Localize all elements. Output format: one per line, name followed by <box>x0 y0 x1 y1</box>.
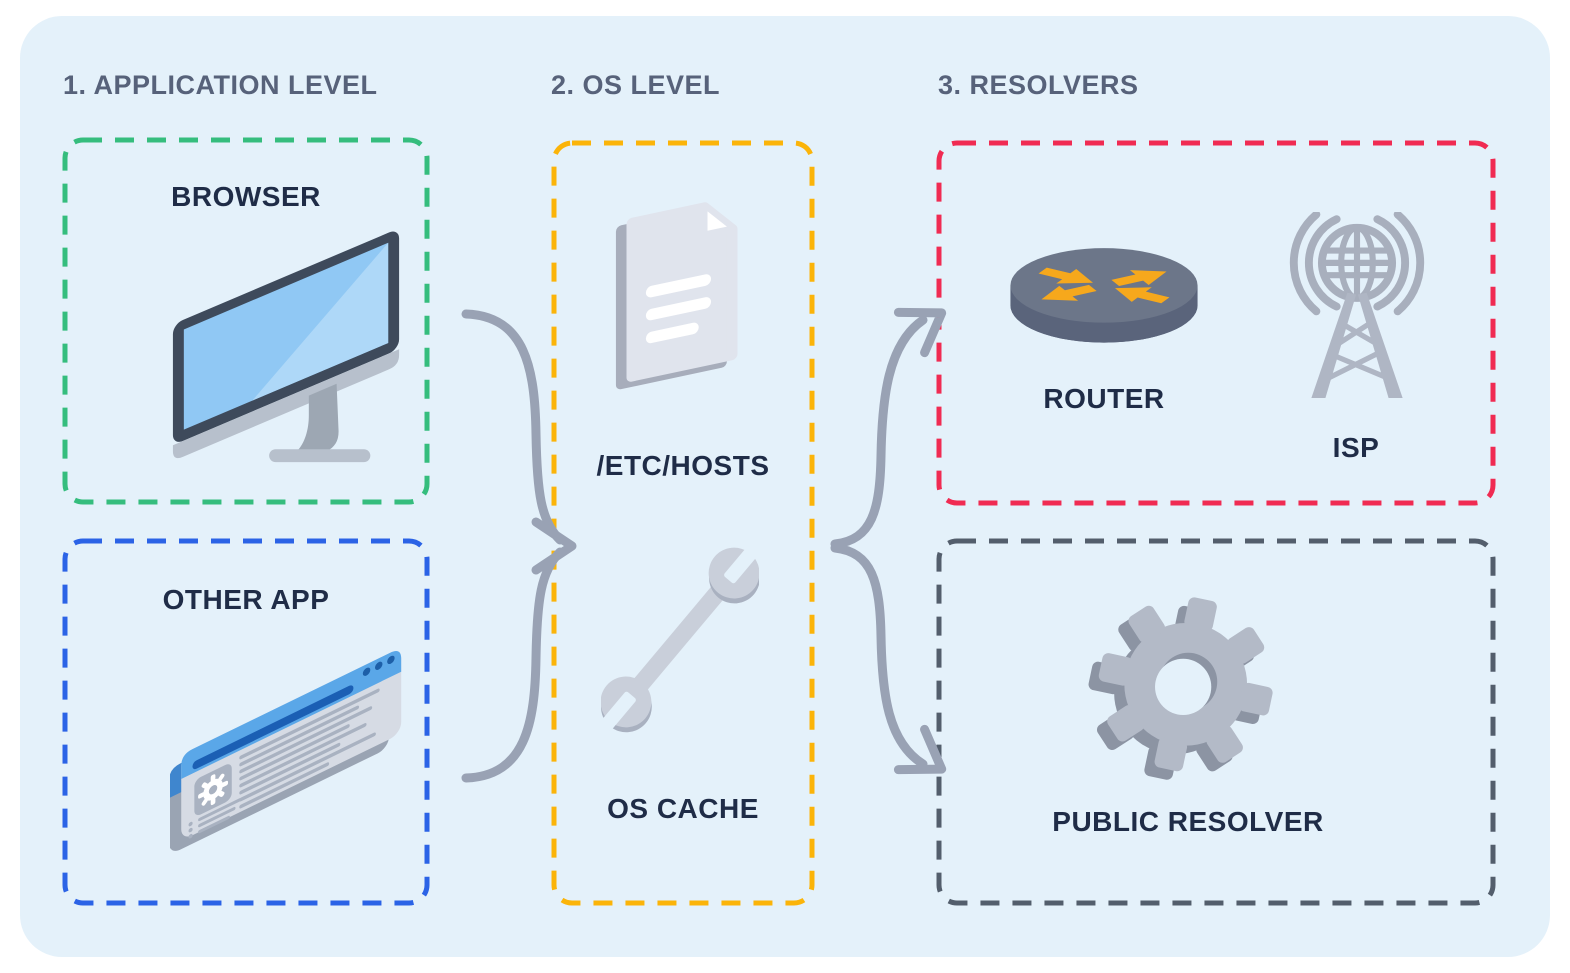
router-icon <box>1004 240 1204 349</box>
gear-icon <box>1086 588 1282 784</box>
desktop-monitor-icon <box>158 225 416 473</box>
arrow-browser-to-os <box>461 309 565 545</box>
other-app-box: OTHER APP <box>62 538 430 906</box>
hosts-file-icon <box>607 196 757 403</box>
arrow-os-to-public <box>830 543 928 769</box>
os-level-box: /ETC/HOSTS OS CACHE <box>551 140 815 906</box>
heading-application-level: 1. APPLICATION LEVEL <box>63 70 378 100</box>
os-cache-label: OS CACHE <box>607 793 759 824</box>
isp-label: ISP <box>1332 432 1380 463</box>
browser-box: BROWSER <box>62 137 430 505</box>
etc-hosts-label: /ETC/HOSTS <box>596 450 770 481</box>
public-resolver-box: PUBLIC RESOLVER <box>936 538 1496 906</box>
radio-tower-icon <box>1278 212 1436 405</box>
other-app-label: OTHER APP <box>162 584 330 615</box>
arrow-otherapp-to-os <box>461 547 565 783</box>
heading-os-level: 2. OS LEVEL <box>551 70 721 100</box>
app-window-icon <box>170 644 404 855</box>
wrench-icon <box>601 528 759 747</box>
router-label: ROUTER <box>1043 383 1165 414</box>
arrow-os-to-network <box>830 315 928 549</box>
browser-label: BROWSER <box>171 181 321 212</box>
diagram-panel: 1. APPLICATION LEVEL 2. OS LEVEL 3. RESO… <box>20 16 1550 957</box>
network-resolvers-box: ROUTER <box>936 140 1496 506</box>
public-resolver-label: PUBLIC RESOLVER <box>1052 806 1324 837</box>
heading-resolvers: 3. RESOLVERS <box>938 70 1139 100</box>
